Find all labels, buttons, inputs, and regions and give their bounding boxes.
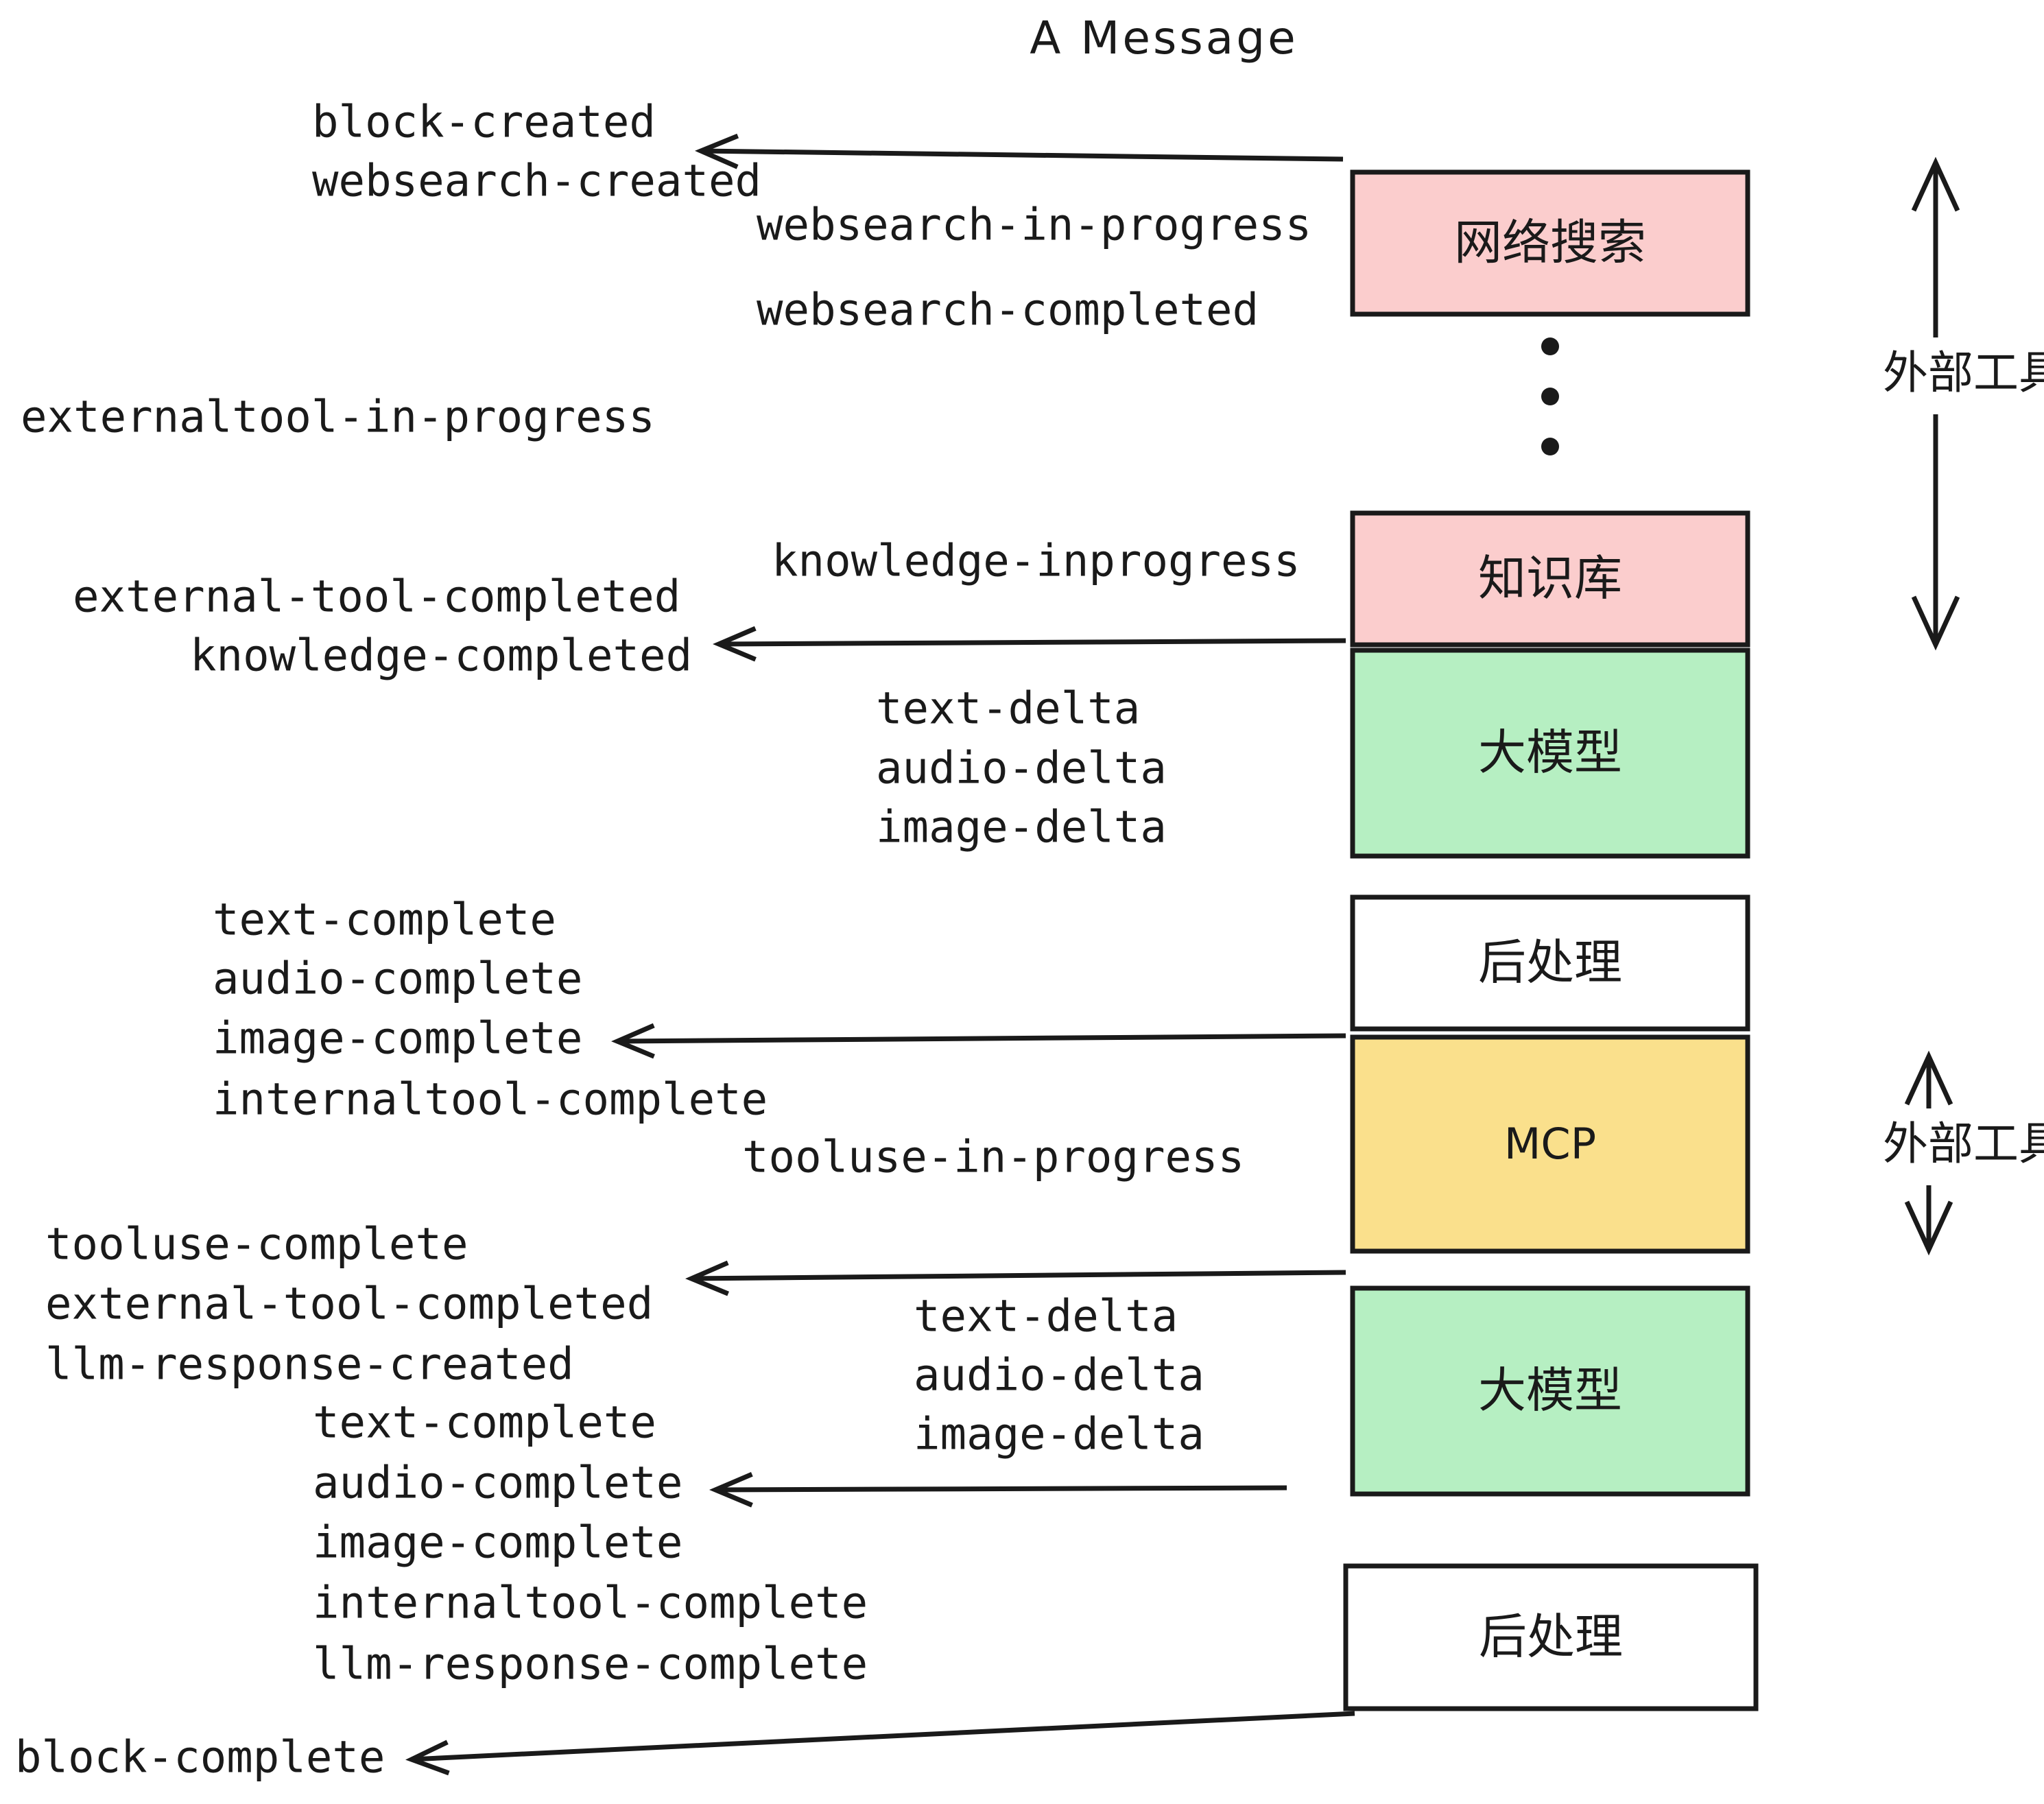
node-label-llm-top: 大模型: [1478, 724, 1622, 781]
event-label-image-complete-2: image-complete: [313, 1518, 682, 1569]
event-label-text-delta-1: text-delta: [876, 684, 1140, 735]
node-box-knowledge: [1350, 510, 1750, 648]
event-label-internaltool-complete-2: internaltool-complete: [313, 1578, 868, 1629]
node-websearch: 网络搜索: [1350, 169, 1750, 317]
side-annotation-external-tool-bottom: 外部工具: [1883, 1050, 2044, 1256]
node-box-websearch: [1350, 169, 1750, 317]
arrow-knowledge-to-completed-line: [718, 638, 1346, 647]
event-label-text-complete-2: text-complete: [313, 1398, 656, 1449]
event-label-llm-response-complete: llm-response-complete: [313, 1639, 868, 1690]
event-label-knowledge-inprogress: knowledge-inprogress: [772, 536, 1300, 587]
arrow-postprocess-to-blockcomplete: [405, 1711, 1355, 1776]
arrow-llmtop-to-imagecomplete: [611, 1023, 1346, 1059]
side-label-external-tool-top: 外部工具: [1883, 346, 2044, 399]
event-label-audio-complete-1: audio-complete: [213, 954, 582, 1005]
event-label-tooluse-in-progress: tooluse-in-progress: [742, 1132, 1244, 1183]
event-label-text-complete-1: text-complete: [213, 895, 556, 946]
arrow-llmbottom-to-audiocomplete-line: [715, 1485, 1287, 1493]
arrow-mcp-to-tooluse-head: [685, 1260, 729, 1296]
event-labels-layer: block-createdwebsearch-createdwebsearch-…: [15, 97, 1311, 1783]
event-label-external-tool-completed-2: external-tool-completed: [45, 1279, 653, 1330]
arrow-llmbottom-to-audiocomplete-head: [709, 1472, 753, 1508]
arrow-mcp-to-tooluse: [685, 1260, 1346, 1296]
event-label-llm-response-created: llm-response-created: [45, 1340, 574, 1390]
node-label-llm-bottom: 大模型: [1478, 1362, 1622, 1419]
node-label-mcp: MCP: [1504, 1119, 1596, 1169]
side-label-external-tool-bottom: 外部工具: [1883, 1117, 2044, 1170]
node-label-knowledge: 知识库: [1478, 550, 1622, 606]
arrow-knowledge-to-completed-head: [713, 626, 757, 662]
event-label-image-delta-1: image-delta: [876, 803, 1167, 853]
event-label-audio-complete-2: audio-complete: [313, 1458, 682, 1509]
ellipsis-dot-3: [1541, 438, 1559, 455]
node-box-llm-top: [1350, 648, 1750, 859]
event-label-image-complete-1: image-complete: [213, 1014, 582, 1065]
arrow-knowledge-to-completed: [713, 626, 1346, 662]
node-label-postprocess-top: 后处理: [1478, 934, 1622, 990]
side-arrowhead-up-external-tool-top: [1911, 156, 1960, 212]
arrow-postprocess-to-blockcomplete-head: [405, 1740, 450, 1776]
arrow-llmtop-to-imagecomplete-head: [611, 1023, 655, 1059]
node-postprocess-bottom: 后处理: [1343, 1563, 1759, 1711]
event-label-external-tool-completed-1: external-tool-completed: [73, 572, 680, 623]
side-arrowhead-up-external-tool-bottom: [1904, 1050, 1953, 1106]
ellipsis-dot-1: [1541, 337, 1559, 355]
node-knowledge: 知识库: [1350, 510, 1750, 648]
node-postprocess-top: 后处理: [1350, 894, 1750, 1032]
node-box-llm-bottom: [1350, 1285, 1750, 1497]
arrow-websearch-to-blockcreated: [695, 133, 1344, 169]
event-label-image-delta-2: image-delta: [914, 1410, 1204, 1460]
node-llm-top: 大模型: [1350, 648, 1750, 859]
event-label-externaltool-in-progress: externaltool-in-progress: [21, 392, 655, 443]
event-label-audio-delta-1: audio-delta: [876, 744, 1167, 794]
event-label-audio-delta-2: audio-delta: [914, 1351, 1204, 1401]
node-box-postprocess-top: [1350, 894, 1750, 1032]
ellipsis-dots: [1541, 337, 1559, 455]
node-label-postprocess-bottom: 后处理: [1479, 1609, 1623, 1665]
page-title: A Message: [1030, 12, 1298, 64]
event-label-websearch-completed: websearch-completed: [757, 285, 1259, 336]
event-label-block-complete: block-complete: [15, 1733, 385, 1783]
node-box-mcp: [1350, 1034, 1750, 1254]
event-label-internaltool-complete-1: internaltool-complete: [213, 1075, 768, 1126]
event-label-websearch-created: websearch-created: [312, 156, 761, 207]
arrow-postprocess-to-blockcomplete-line: [411, 1711, 1355, 1762]
arrow-llmbottom-to-audiocomplete: [709, 1472, 1287, 1508]
node-label-websearch: 网络搜索: [1454, 215, 1646, 271]
arrow-websearch-to-blockcreated-line: [700, 148, 1344, 162]
event-label-text-delta-2: text-delta: [914, 1292, 1178, 1342]
arrow-llmtop-to-imagecomplete-line: [617, 1033, 1346, 1044]
side-annotation-external-tool-top: 外部工具: [1883, 156, 2044, 651]
node-box-postprocess-bottom: [1343, 1563, 1759, 1711]
node-mcp: MCP: [1350, 1034, 1750, 1254]
ellipsis-dot-2: [1541, 388, 1559, 405]
node-llm-bottom: 大模型: [1350, 1285, 1750, 1497]
arrows-layer: [405, 133, 1355, 1776]
side-arrowhead-down-external-tool-top: [1911, 595, 1960, 651]
event-label-websearch-in-progress: websearch-in-progress: [757, 200, 1311, 251]
arrow-websearch-to-blockcreated-head: [695, 133, 739, 169]
event-label-tooluse-complete: tooluse-complete: [45, 1220, 468, 1270]
event-label-knowledge-completed: knowledge-completed: [190, 631, 692, 682]
side-arrowhead-down-external-tool-bottom: [1904, 1200, 1953, 1256]
event-label-block-created: block-created: [312, 97, 656, 148]
arrow-mcp-to-tooluse-line: [691, 1270, 1346, 1281]
